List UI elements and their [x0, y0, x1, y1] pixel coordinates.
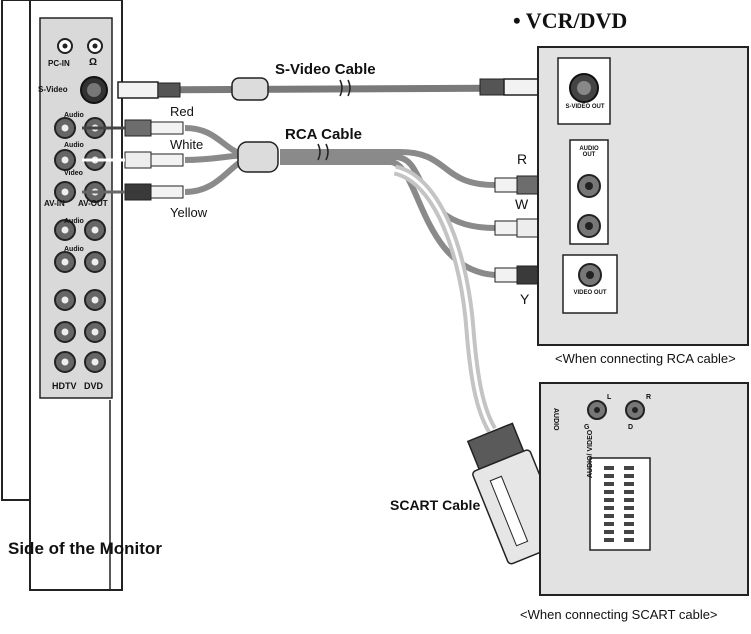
scart-device	[539, 382, 749, 596]
w-connector-label: W	[515, 196, 529, 212]
audio-port-label-2: Audio	[64, 142, 84, 149]
audio-port-label-1: Audio	[64, 112, 84, 119]
page-title: • VCR/DVD	[513, 8, 628, 33]
scart-pin	[624, 474, 634, 478]
white-label: White	[170, 137, 204, 152]
s-video-out-label: S-VIDEO OUT	[565, 104, 605, 110]
scart-pin	[624, 498, 634, 502]
audio-out-label: AUDIO OUT	[579, 146, 599, 158]
monitor-rca-jack-center	[91, 358, 99, 366]
scart-pin	[624, 514, 634, 518]
monitor-rca-jacks	[54, 117, 106, 373]
av-out-label: AV-OUT	[78, 199, 108, 208]
rca-cable-bundle	[82, 119, 546, 285]
monitor-rca-jack-center	[91, 296, 99, 304]
scart-pin	[624, 506, 634, 510]
scart-pin	[624, 482, 634, 486]
monitor-rca-jack-center	[91, 226, 99, 234]
s-video-port-label: S-Video	[38, 85, 68, 94]
scart-socket	[589, 457, 651, 551]
dvd-label: DVD	[84, 381, 104, 391]
scart-pin	[604, 522, 614, 526]
scart-pin	[604, 474, 614, 478]
r-connector-label: R	[517, 151, 528, 167]
y-connector-label: Y	[520, 291, 530, 307]
pc-in-label: PC-IN	[48, 59, 70, 68]
rca-cable-label: RCA Cable	[285, 126, 362, 143]
video-out-label: VIDEO OUT	[573, 290, 607, 296]
vcr-device	[537, 46, 749, 346]
monitor-rca-jack-center	[61, 188, 69, 196]
av-in-label: AV-IN	[44, 199, 65, 208]
scart-pin	[624, 466, 634, 470]
hdtv-label: HDTV	[52, 381, 77, 391]
scart-r-label: R	[646, 394, 652, 401]
monitor-rca-jack-center	[61, 124, 69, 132]
scart-d-label: D	[628, 424, 634, 431]
headphone-label: Ω	[89, 57, 98, 68]
video-port-label: Video	[64, 170, 83, 177]
monitor-bezel-left	[1, 0, 31, 501]
scart-audio-video-label: AUDIO/ VIDEO	[587, 429, 594, 478]
s-video-cable	[117, 77, 551, 101]
scart-pin	[624, 538, 634, 542]
scart-pin	[604, 514, 614, 518]
scart-connection-caption: <When connecting SCART cable>	[520, 607, 718, 622]
scart-pin	[604, 490, 614, 494]
monitor-caption: Side of the Monitor	[8, 539, 162, 558]
rca-connection-caption: <When connecting RCA cable>	[555, 351, 736, 366]
s-video-cable-label: S-Video Cable	[275, 61, 376, 78]
audio-port-label-4: Audio	[64, 246, 84, 253]
scart-cable-label: SCART Cable	[390, 497, 481, 513]
monitor-rca-jack-center	[61, 156, 69, 164]
scart-g-label: G	[584, 424, 590, 431]
red-label: Red	[170, 104, 194, 119]
scart-pin	[604, 482, 614, 486]
monitor-rca-jack-center	[91, 258, 99, 266]
monitor-rca-jack-center	[61, 358, 69, 366]
scart-pin	[624, 530, 634, 534]
scart-pin	[604, 498, 614, 502]
monitor-rca-jack-center	[61, 328, 69, 336]
scart-l-label: L	[607, 394, 612, 401]
scart-pin	[604, 466, 614, 470]
monitor-rca-jack-center	[91, 328, 99, 336]
yellow-label: Yellow	[170, 205, 208, 220]
audio-port-label-3: Audio	[64, 218, 84, 225]
monitor-rca-jack-center	[61, 226, 69, 234]
scart-pin	[604, 538, 614, 542]
monitor-rca-jack-center	[61, 258, 69, 266]
scart-pin	[604, 506, 614, 510]
scart-pin	[624, 522, 634, 526]
monitor-rca-jack-center	[61, 296, 69, 304]
scart-pin	[604, 530, 614, 534]
scart-audio-label: AUDIO	[552, 408, 559, 431]
scart-pin	[624, 490, 634, 494]
